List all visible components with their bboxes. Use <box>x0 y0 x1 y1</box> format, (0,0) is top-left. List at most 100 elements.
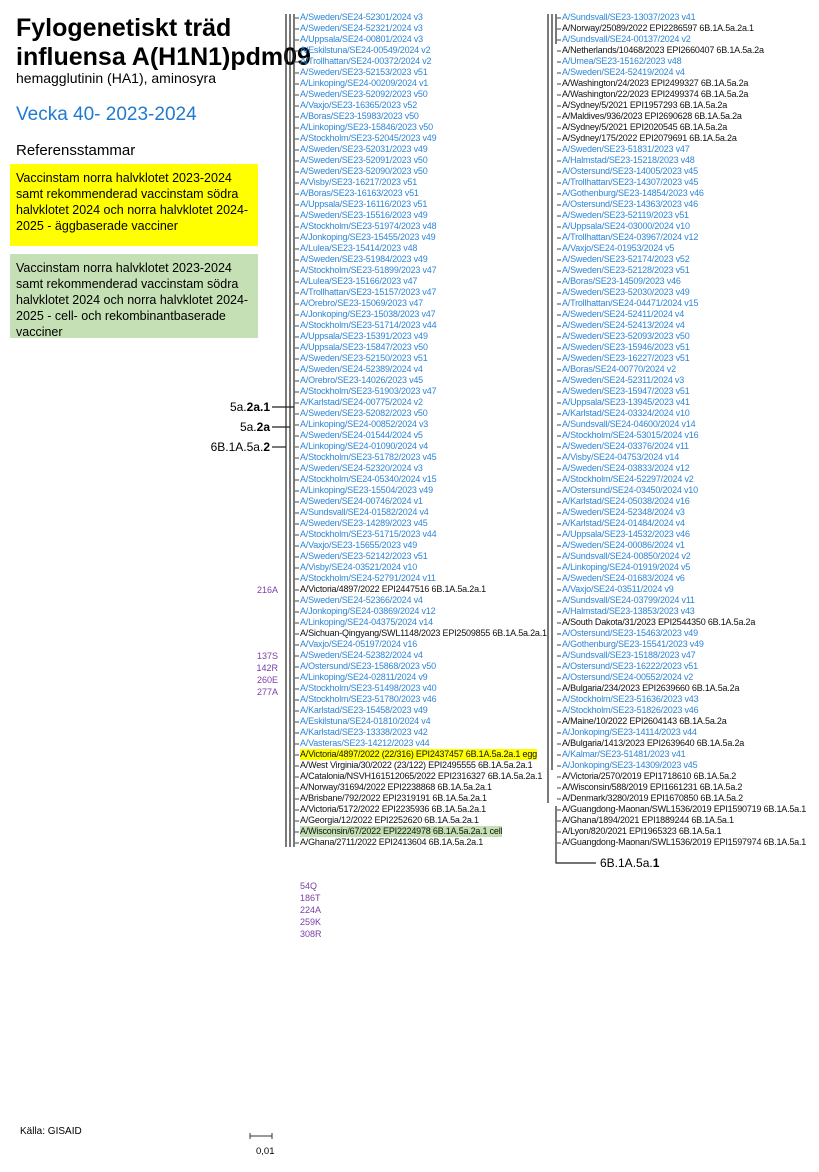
leaf-swedish-strain: A/Sweden/SE23-52128/2023 v51 <box>562 265 690 275</box>
leaf-reference-strain: A/Lyon/820/2021 EPI1965323 6B.1A.5a.1 <box>562 826 722 836</box>
clade-suffix: 2a.1 <box>246 400 270 414</box>
leaf-swedish-strain: A/Linkoping/SE24-01090/2024 v4 <box>300 441 429 451</box>
clade-label-5a1: 6B.1A.5a.1 <box>600 856 659 871</box>
leaf-swedish-strain: A/Boras/SE24-00770/2024 v2 <box>562 364 676 374</box>
leaf-swedish-strain: A/Sweden/SE23-52031/2023 v49 <box>300 144 428 154</box>
leaf-swedish-strain: A/Sweden/SE23-52174/2023 v52 <box>562 254 690 264</box>
leaf-swedish-strain: A/Orebro/SE23-14026/2023 v45 <box>300 375 423 385</box>
leaf-swedish-strain: A/Sweden/SE24-00746/2024 v1 <box>300 496 423 506</box>
leaf-swedish-strain: A/Sweden/SE24-52382/2024 v4 <box>300 650 423 660</box>
leaf-swedish-strain: A/Sundsvall/SE24-01582/2024 v4 <box>300 507 429 517</box>
leaf-swedish-strain: A/Ostersund/SE24-03450/2024 v10 <box>562 485 698 495</box>
leaf-swedish-strain: A/Lulea/SE23-15166/2023 v47 <box>300 276 418 286</box>
leaf-swedish-strain: A/Sweden/SE24-52301/2024 v3 <box>300 12 423 22</box>
leaf-swedish-strain: A/Umea/SE23-15162/2023 v48 <box>562 56 682 66</box>
leaf-swedish-strain: A/Boras/SE23-15983/2023 v50 <box>300 111 419 121</box>
leaf-swedish-strain: A/Vaxjo/SE24-01953/2024 v5 <box>562 243 675 253</box>
scale-bar <box>249 1133 273 1139</box>
legend-egg-vaccine: Vaccinstam norra halvklotet 2023-2024 sa… <box>10 164 258 246</box>
leaf-swedish-strain: A/Trollhattan/SE23-15157/2023 v47 <box>300 287 437 297</box>
leaf-swedish-strain: A/Jonkoping/SE23-15038/2023 v47 <box>300 309 436 319</box>
leaf-swedish-strain: A/Karlstad/SE23-15458/2023 v49 <box>300 705 428 715</box>
leaf-swedish-strain: A/Stockholm/SE24-05340/2024 v15 <box>300 474 437 484</box>
leaf-reference-strain: A/Victoria/4897/2022 EPI2447516 6B.1A.5a… <box>300 584 486 594</box>
leaf-swedish-strain: A/Visby/SE23-16217/2023 v51 <box>300 177 418 187</box>
leaf-reference-strain: A/Netherlands/10468/2023 EPI2660407 6B.1… <box>562 45 764 55</box>
leaf-swedish-strain: A/Orebro/SE23-15069/2023 v47 <box>300 298 423 308</box>
leaf-swedish-strain: A/Jonkoping/SE23-15455/2023 v49 <box>300 232 436 242</box>
scale-label: 0,01 <box>256 1146 275 1157</box>
leaf-swedish-strain: A/Sweden/SE23-52091/2023 v50 <box>300 155 428 165</box>
leaf-swedish-strain: A/Halmstad/SE23-15218/2023 v48 <box>562 155 695 165</box>
clade-leader <box>555 847 596 864</box>
leaf-reference-strain: A/Guangdong-Maonan/SWL1536/2019 EPI15979… <box>562 837 807 847</box>
leaf-swedish-strain: A/Sweden/SE24-52366/2024 v4 <box>300 595 423 605</box>
leaf-reference-strain: A/Brisbane/792/2022 EPI2319191 6B.1A.5a.… <box>300 793 487 803</box>
leaf-swedish-strain: A/Stockholm/SE23-51498/2023 v40 <box>300 683 437 693</box>
mutation-label: 216A <box>256 585 278 595</box>
leaf-swedish-strain: A/Sundsvall/SE24-03799/2024 v11 <box>562 595 695 605</box>
leaf-swedish-strain: A/Eskilstuna/SE24-00549/2024 v2 <box>300 45 431 55</box>
leaf-swedish-strain: A/Linkoping/SE23-15846/2023 v50 <box>300 122 433 132</box>
leaf-swedish-strain: A/Stockholm/SE24-53015/2024 v16 <box>562 430 699 440</box>
leaf-swedish-strain: A/Linkoping/SE24-00209/2024 v1 <box>300 78 429 88</box>
leaf-swedish-strain: A/Sweden/SE24-03376/2024 v11 <box>562 441 689 451</box>
leaf-swedish-strain: A/Linkoping/SE24-00852/2024 v3 <box>300 419 429 429</box>
leaf-swedish-strain: A/Stockholm/SE23-51903/2023 v47 <box>300 386 437 396</box>
subtitle: hemagglutinin (HA1), aminosyra <box>16 70 216 86</box>
clade-suffix: 2 <box>263 440 270 454</box>
leaf-reference-strain: A/Ghana/2711/2022 EPI2413604 6B.1A.5a.2a… <box>300 837 484 847</box>
leaf-swedish-strain: A/Sweden/SE24-52389/2024 v4 <box>300 364 423 374</box>
leaf-swedish-strain: A/Sweden/SE24-03833/2024 v12 <box>562 463 690 473</box>
leaf-reference-strain: A/Catalonia/NSVH161512065/2022 EPI231632… <box>300 771 543 781</box>
leaf-swedish-strain: A/Trollhattan/SE23-14307/2023 v45 <box>562 177 699 187</box>
leaf-swedish-strain: A/Vaxjo/SE23-16365/2023 v52 <box>300 100 418 110</box>
leaf-swedish-strain: A/Karlstad/SE24-00775/2024 v2 <box>300 397 423 407</box>
leaf-swedish-strain: A/Sweden/SE24-52413/2024 v4 <box>562 320 685 330</box>
leaf-swedish-strain: A/Visby/SE24-04753/2024 v14 <box>562 452 680 462</box>
mutation-label: 259K <box>300 917 322 927</box>
leaf-reference-strain: A/Norway/31694/2022 EPI2238868 6B.1A.5a.… <box>300 782 492 792</box>
leaf-egg-reference: A/Victoria/4897/2022 (22/316) EPI2437457… <box>300 749 537 760</box>
leaf-swedish-strain: A/Sweden/SE23-52142/2023 v51 <box>300 551 428 561</box>
clade-suffix: 1 <box>652 856 660 870</box>
leaf-swedish-strain: A/Sweden/SE24-01544/2024 v5 <box>300 430 423 440</box>
leaf-reference-strain: A/Washington/22/2023 EPI2499374 6B.1A.5a… <box>562 89 749 99</box>
leaf-swedish-strain: A/Boras/SE23-16163/2023 v51 <box>300 188 419 198</box>
clade-label-5a2a1: 5a.2a.1 <box>180 400 270 415</box>
leaf-swedish-strain: A/Sweden/SE24-52321/2024 v3 <box>300 23 423 33</box>
leaf-swedish-strain: A/Visby/SE24-03521/2024 v10 <box>300 562 418 572</box>
legend-cell-vaccine: Vaccinstam norra halvklotet 2023-2024 sa… <box>10 254 258 339</box>
leaf-swedish-strain: A/Karlstad/SE24-03324/2024 v10 <box>562 408 690 418</box>
leaf-swedish-strain: A/Ostersund/SE23-15463/2023 v49 <box>562 628 698 638</box>
leaf-swedish-strain: A/Jonkoping/SE23-14114/2023 v44 <box>562 727 697 737</box>
leaf-swedish-strain: A/Sweden/SE23-52093/2023 v50 <box>562 331 690 341</box>
leaf-swedish-strain: A/Karlstad/SE24-01484/2024 v4 <box>562 518 685 528</box>
mutation-label: 142R <box>256 663 278 673</box>
leaf-reference-strain: A/Bulgaria/1413/2023 EPI2639640 6B.1A.5a… <box>562 738 745 748</box>
leaf-reference-strain: A/Maldives/936/2023 EPI2690628 6B.1A.5a.… <box>562 111 742 121</box>
leaf-reference-strain: A/Sichuan-Qingyang/SWL1148/2023 EPI25098… <box>300 628 547 638</box>
leaf-swedish-strain: A/Stockholm/SE23-51974/2023 v48 <box>300 221 437 231</box>
leaf-reference-strain: A/Ghana/1894/2021 EPI1889244 6B.1A.5a.1 <box>562 815 734 825</box>
leaf-swedish-strain: A/Sweden/SE23-15516/2023 v49 <box>300 210 428 220</box>
leaf-swedish-strain: A/Kalmar/SE23-51481/2023 v41 <box>562 749 686 759</box>
leaf-swedish-strain: A/Trollhattan/SE24-04471/2024 v15 <box>562 298 699 308</box>
leaf-swedish-strain: A/Stockholm/SE23-51636/2023 v43 <box>562 694 699 704</box>
mutation-label: 54Q <box>300 881 318 891</box>
leaf-reference-strain: A/Victoria/2570/2019 EPI1718610 6B.1A.5a… <box>562 771 737 781</box>
leaf-swedish-strain: A/Gothenburg/SE23-15541/2023 v49 <box>562 639 704 649</box>
mutation-label: 224A <box>300 905 322 915</box>
leaf-reference-strain: A/South Dakota/31/2023 EPI2544350 6B.1A.… <box>562 617 756 627</box>
leaf-swedish-strain: A/Stockholm/SE23-51714/2023 v44 <box>300 320 437 330</box>
leaf-swedish-strain: A/Jonkoping/SE23-14309/2023 v45 <box>562 760 698 770</box>
leaf-swedish-strain: A/Uppsala/SE24-00801/2024 v3 <box>300 34 423 44</box>
leaf-swedish-strain: A/Sweden/SE23-52090/2023 v50 <box>300 166 428 176</box>
leaf-swedish-strain: A/Karlstad/SE23-13338/2023 v42 <box>300 727 428 737</box>
clade-prefix: 6B.1A.5a. <box>600 856 653 870</box>
leaf-swedish-strain: A/Stockholm/SE24-52791/2024 v11 <box>300 573 436 583</box>
leaf-swedish-strain: A/Sweden/SE24-01683/2024 v6 <box>562 573 685 583</box>
leaf-swedish-strain: A/Ostersund/SE23-16222/2023 v51 <box>562 661 698 671</box>
leaf-swedish-strain: A/Linkoping/SE23-15504/2023 v49 <box>300 485 433 495</box>
